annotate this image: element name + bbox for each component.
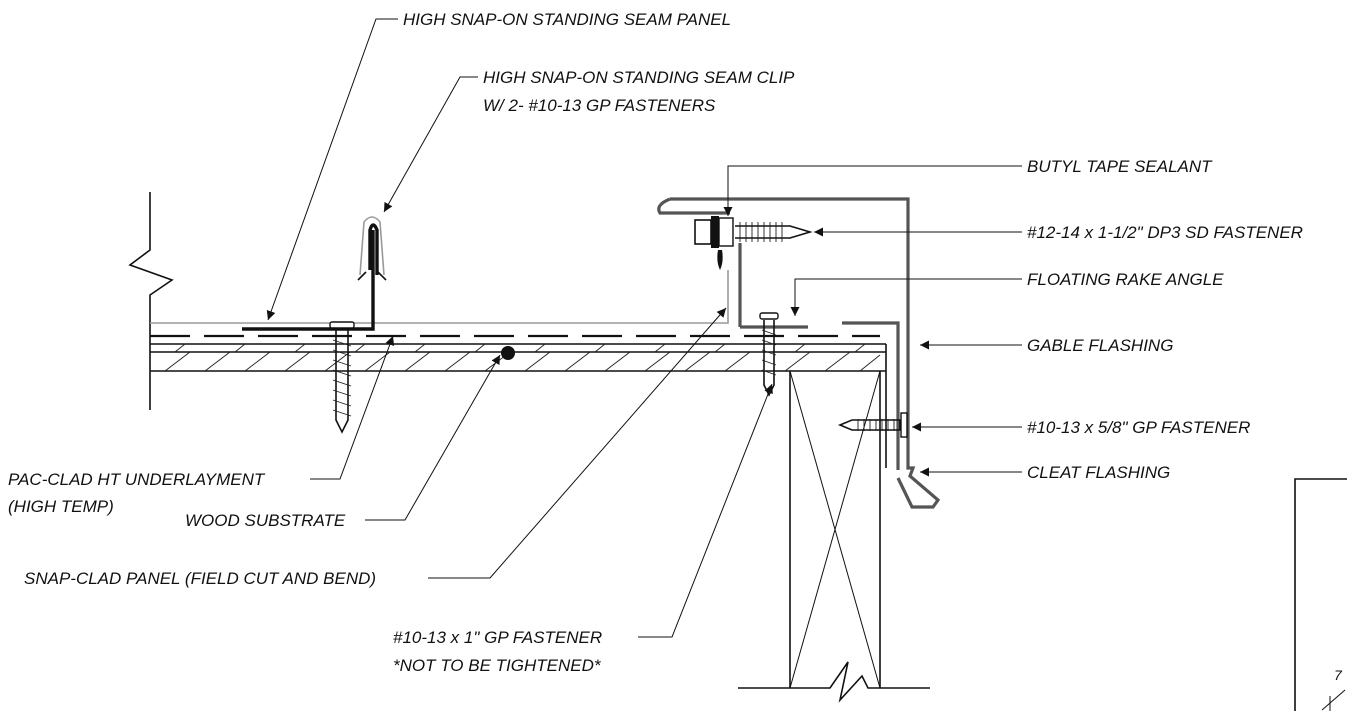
snap-clad-panel xyxy=(150,270,729,324)
label-gp-fastener-short: #10-13 x 5/8" GP FASTENER xyxy=(1027,418,1250,437)
sealant-bead xyxy=(501,346,515,360)
left-break-line xyxy=(128,192,174,410)
gable-flashing xyxy=(657,197,941,509)
label-snap-clad-panel: SNAP-CLAD PANEL (FIELD CUT AND BEND) xyxy=(24,569,376,588)
standing-seam-panel xyxy=(242,230,375,331)
short-gp-fastener xyxy=(837,412,908,438)
label-dp3-fastener: #12-14 x 1-1/2" DP3 SD FASTENER xyxy=(1027,223,1303,242)
substrate-hatch xyxy=(164,343,881,372)
label-corner-mark: 7 xyxy=(1334,667,1343,683)
label-cleat-flashing: CLEAT FLASHING xyxy=(1027,463,1170,482)
label-seam-clip-line2: W/ 2- #10-13 GP FASTENERS xyxy=(483,96,716,115)
panel-screw xyxy=(329,321,355,434)
label-high-snap-on-panel: HIGH SNAP-ON STANDING SEAM PANEL xyxy=(403,10,731,29)
label-underlayment-line2: (HIGH TEMP) xyxy=(8,497,114,516)
label-wood-substrate: WOOD SUBSTRATE xyxy=(185,511,346,530)
dp3-fastener xyxy=(694,216,813,270)
standing-seam-clip xyxy=(357,216,387,281)
leaders xyxy=(266,18,1022,638)
label-gp-fastener-1in-line2: *NOT TO BE TIGHTENED* xyxy=(393,656,602,675)
label-butyl-tape: BUTYL TAPE SEALANT xyxy=(1027,157,1213,176)
wood-framing xyxy=(738,370,930,703)
title-block-fragment xyxy=(1294,478,1347,711)
rake-angle-fastener xyxy=(759,312,779,397)
label-floating-rake-angle: FLOATING RAKE ANGLE xyxy=(1027,270,1224,289)
label-gp-fastener-1in-line1: #10-13 x 1" GP FASTENER xyxy=(393,628,602,647)
label-underlayment-line1: PAC-CLAD HT UNDERLAYMENT xyxy=(8,470,266,489)
wood-substrate xyxy=(150,343,887,468)
label-seam-clip-line1: HIGH SNAP-ON STANDING SEAM CLIP xyxy=(483,68,795,87)
label-gable-flashing: GABLE FLASHING xyxy=(1027,336,1173,355)
